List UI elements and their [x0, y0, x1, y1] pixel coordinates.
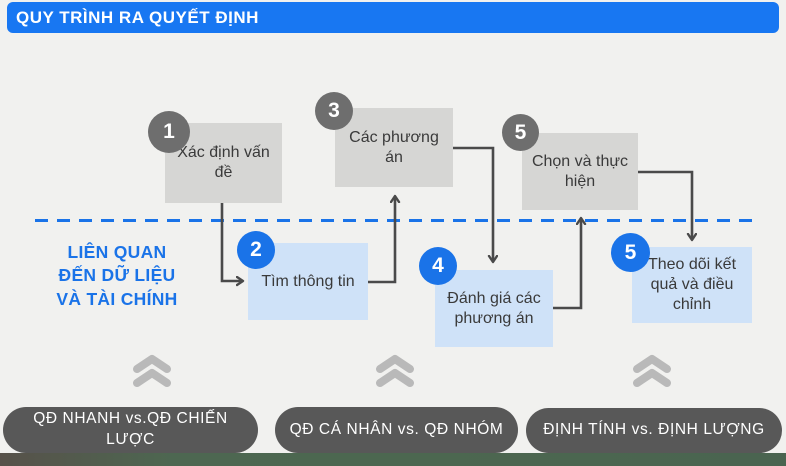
step-number-badge-5: 5: [502, 114, 539, 151]
step-number-badge-3: 3: [315, 92, 353, 130]
arrow-step4-to-step5: [553, 218, 581, 310]
side-label-line: ĐẾN DỮ LIỆU: [58, 265, 176, 286]
title-bar: QUY TRÌNH RA QUYẾT ĐỊNH: [7, 2, 779, 33]
arrow-step3-to-step4: [453, 146, 493, 262]
step-number: 1: [163, 120, 175, 143]
step-label: Chọn và thực hiện: [531, 152, 629, 190]
step-number: 5: [514, 120, 527, 144]
page-title: QUY TRÌNH RA QUYẾT ĐỊNH: [16, 7, 259, 27]
double-chevron-up-icon: [129, 352, 175, 390]
double-chevron-up-icon: [629, 352, 675, 390]
finance-data-side-label: LIÊN QUAN ĐẾN DỮ LIỆU VÀ TÀI CHÍNH: [16, 241, 218, 311]
step-label: Xác định vấn đề: [177, 144, 270, 181]
arrow-step5-to-step6: [638, 170, 692, 240]
bottom-strip: [0, 453, 786, 466]
step-number-badge-6: 5: [611, 233, 650, 272]
step-box-6: Theo dõi kết quả và điều chỉnh: [632, 247, 752, 323]
banner-label: QĐ CÁ NHÂN vs. QĐ NHÓM: [289, 420, 504, 438]
step-box-5: Chọn và thực hiện: [522, 133, 638, 210]
banner-label: QĐ NHANH vs.QĐ CHIẾN LƯỢC: [33, 410, 228, 448]
step-label: Các phương án: [349, 128, 439, 166]
step-number-badge-1: 1: [148, 111, 190, 153]
step-number: 3: [328, 99, 340, 122]
banner-individual-vs-group: QĐ CÁ NHÂN vs. QĐ NHÓM: [275, 407, 518, 453]
double-chevron-up-icon: [372, 352, 418, 390]
step-label: Tìm thông tin: [261, 272, 355, 290]
side-label-line: LIÊN QUAN: [67, 242, 167, 262]
step-number: 2: [250, 238, 262, 261]
step-label: Đánh giá các phương án: [447, 289, 541, 327]
step-number-badge-2: 2: [237, 231, 275, 269]
step-box-3: Các phương án: [335, 108, 453, 187]
step-number: 4: [432, 254, 444, 277]
step-number-badge-4: 4: [419, 247, 457, 285]
banner-quick-vs-strategic: QĐ NHANH vs.QĐ CHIẾN LƯỢC: [3, 407, 258, 453]
arrow-step2-to-step3: [368, 196, 395, 284]
banner-qualitative-vs-quantitative: ĐỊNH TÍNH vs. ĐỊNH LƯỢNG: [526, 408, 782, 453]
step-number: 5: [624, 240, 637, 264]
step-box-4: Đánh giá các phương án: [435, 270, 553, 347]
banner-label: ĐỊNH TÍNH vs. ĐỊNH LƯỢNG: [543, 421, 765, 439]
step-label: Theo dõi kết quả và điều chỉnh: [647, 256, 737, 313]
side-label-line: VÀ TÀI CHÍNH: [56, 288, 178, 309]
